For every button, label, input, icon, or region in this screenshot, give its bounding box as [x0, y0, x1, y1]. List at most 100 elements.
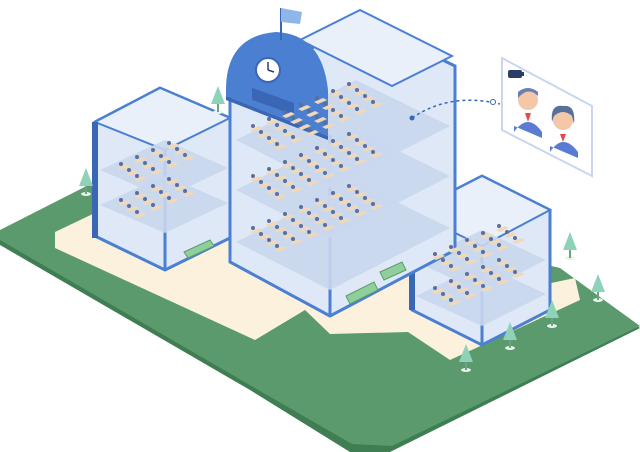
desk-with-student: [290, 237, 303, 245]
desk-with-student: [298, 205, 311, 213]
desk-with-student: [166, 196, 179, 204]
desk-with-student: [274, 142, 287, 150]
desk-with-student: [346, 203, 359, 211]
desk-with-student: [346, 132, 359, 140]
desk-with-student: [266, 219, 279, 227]
tree: [591, 274, 605, 302]
desk-with-student: [370, 150, 383, 158]
desk-with-student: [150, 167, 163, 175]
desk-with-student: [274, 192, 287, 200]
desk-with-student: [512, 270, 525, 278]
desk-with-student: [354, 88, 367, 96]
desk-with-student: [298, 153, 311, 161]
desk-with-student: [354, 209, 367, 217]
desk-with-student: [464, 257, 477, 265]
desk-with-student: [290, 185, 303, 193]
desk-with-student: [274, 173, 287, 181]
desk-with-student: [432, 252, 445, 260]
clock-icon: [255, 57, 281, 83]
desk-with-student: [448, 264, 461, 272]
desk-with-student: [338, 164, 351, 172]
desk-with-student: [314, 217, 327, 225]
desk-with-student: [314, 165, 327, 173]
desk-with-student: [496, 224, 509, 232]
desk-with-student: [306, 109, 319, 117]
desk-with-student: [480, 231, 493, 239]
desk-with-student: [306, 178, 319, 186]
desk-with-student: [274, 123, 287, 131]
desk-with-student: [330, 108, 343, 116]
desk-with-student: [266, 186, 279, 194]
flag-icon: [280, 8, 302, 40]
desk-with-student: [504, 264, 517, 272]
monitoring-link: [411, 99, 501, 119]
desk-with-student: [158, 190, 171, 198]
desk-with-student: [362, 196, 375, 204]
desk-with-student: [290, 135, 303, 143]
desk-with-student: [330, 210, 343, 218]
monitoring-panel: [501, 56, 593, 178]
desk-with-student: [472, 278, 485, 286]
desk-with-student: [322, 102, 335, 110]
desk-with-student: [166, 160, 179, 168]
desk-with-student: [134, 155, 147, 163]
student-avatar-boy: [514, 88, 542, 138]
desk-with-student: [282, 179, 295, 187]
desk-with-student: [448, 298, 461, 306]
tree: [563, 232, 577, 260]
desk-with-student: [298, 122, 311, 130]
desk-with-student: [306, 230, 319, 238]
desk-with-student: [182, 189, 195, 197]
desk-with-student: [338, 145, 351, 153]
tree: [503, 322, 517, 350]
desk-with-student: [338, 114, 351, 122]
desk-with-student: [290, 116, 303, 124]
desk-with-student: [464, 238, 477, 246]
desk-with-student: [250, 174, 263, 182]
desk-with-student: [354, 138, 367, 146]
desk-with-student: [346, 184, 359, 192]
desk-with-student: [158, 154, 171, 162]
desk-with-student: [354, 157, 367, 165]
desk-with-student: [496, 243, 509, 251]
desk-with-student: [464, 291, 477, 299]
desk-with-student: [322, 171, 335, 179]
desk-with-student: [182, 153, 195, 161]
desk-with-student: [274, 244, 287, 252]
desk-with-student: [166, 177, 179, 185]
desk-with-student: [250, 226, 263, 234]
desk-with-student: [472, 244, 485, 252]
desk-with-student: [440, 292, 453, 300]
desk-with-student: [142, 161, 155, 169]
tree: [545, 300, 559, 328]
desk-with-student: [282, 231, 295, 239]
desk-with-student: [370, 100, 383, 108]
desk-with-student: [362, 144, 375, 152]
desk-with-student: [126, 168, 139, 176]
desk-with-student: [126, 204, 139, 212]
desk-with-student: [330, 89, 343, 97]
desk-with-student: [258, 130, 271, 138]
desk-with-student: [174, 147, 187, 155]
desk-with-student: [346, 151, 359, 159]
desk-with-student: [118, 198, 131, 206]
desk-with-student: [266, 167, 279, 175]
desk-with-student: [298, 103, 311, 111]
desk-with-student: [174, 183, 187, 191]
desk-with-student: [314, 198, 327, 206]
desk-with-student: [250, 124, 263, 132]
desk-with-student: [150, 148, 163, 156]
tree: [211, 86, 225, 114]
desk-with-student: [150, 184, 163, 192]
desk-with-student: [306, 159, 319, 167]
desk-with-student: [480, 265, 493, 273]
desk-with-student: [338, 216, 351, 224]
desk-with-student: [432, 286, 445, 294]
desk-with-student: [274, 225, 287, 233]
desk-with-student: [480, 284, 493, 292]
desk-with-student: [496, 258, 509, 266]
desk-with-student: [118, 162, 131, 170]
desk-with-student: [440, 258, 453, 266]
school-sign-board: [252, 87, 294, 116]
